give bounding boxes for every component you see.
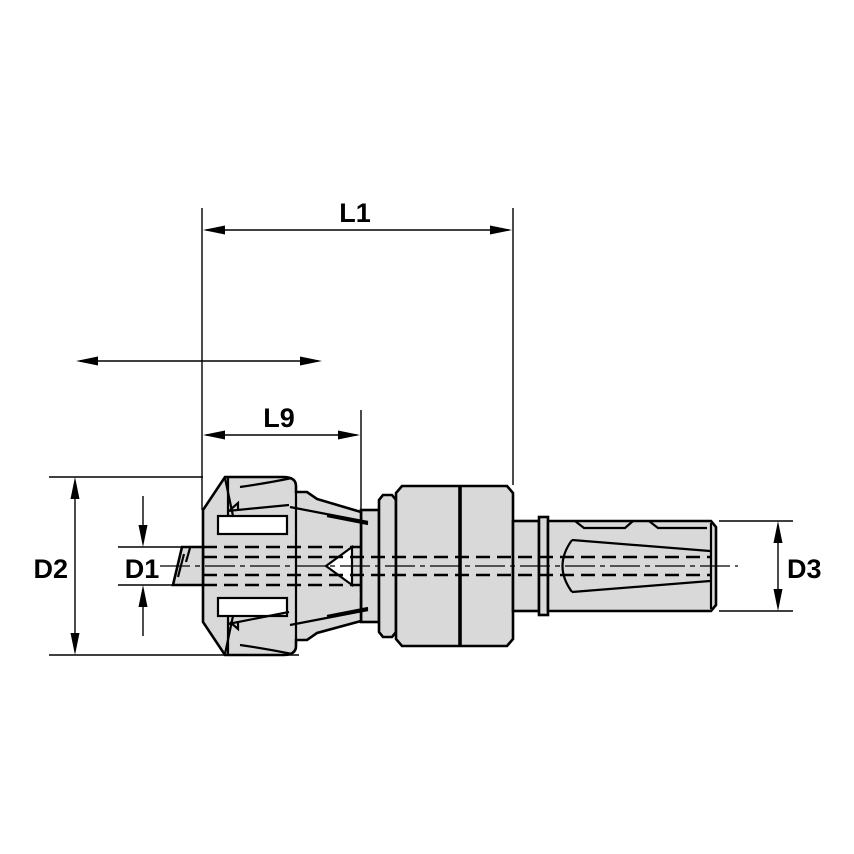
- wrench-slot-top: [216, 514, 289, 536]
- l1-arrowhead-left: [203, 225, 225, 235]
- l9-arrowhead-left: [203, 430, 225, 440]
- unlabeled-arrowhead-right: [300, 356, 322, 366]
- d1-arrowhead-top: [138, 525, 148, 547]
- dimension-d3: D3: [719, 520, 822, 612]
- d1-label: D1: [125, 554, 160, 584]
- dimension-d1: D1: [118, 496, 182, 636]
- shank-internal-cone-top: [571, 538, 711, 553]
- collet-tip-hatch-2: [184, 547, 192, 563]
- l9-arrowhead-right: [338, 430, 360, 440]
- l1-arrowhead-right: [490, 225, 512, 235]
- wrench-slot-bottom: [216, 596, 289, 618]
- slot-notch-top: [229, 500, 240, 511]
- nose-slant-top: [289, 505, 369, 524]
- l1-label: L1: [339, 198, 371, 228]
- slot-slant-top: [226, 503, 290, 513]
- nose-slant-bottom: [289, 608, 369, 627]
- d2-arrowhead-top: [70, 477, 80, 499]
- d3-arrowhead-bottom: [773, 589, 783, 611]
- shank-notch-2: [648, 520, 707, 530]
- shank-notch-1: [574, 520, 634, 530]
- d2-arrowhead-bottom: [70, 633, 80, 655]
- shank-internal-cone-bottom: [571, 579, 711, 594]
- unlabeled-arrowhead-left: [76, 356, 98, 366]
- dimension-l1: L1: [201, 198, 514, 510]
- d3-label: D3: [787, 554, 822, 584]
- hidden-lines: [203, 545, 710, 587]
- dimension-l9: L9: [203, 403, 363, 610]
- dimension-d2: D2: [33, 476, 299, 656]
- dimension-unlabeled: [76, 356, 322, 366]
- d2-label: D2: [33, 554, 68, 584]
- d1-arrowhead-bottom: [138, 585, 148, 607]
- d3-arrowhead-top: [773, 521, 783, 543]
- shank-internal-cone-nose: [561, 539, 573, 593]
- slot-slant-bottom: [227, 610, 290, 626]
- l9-label: L9: [263, 403, 295, 433]
- nut-hex-curve-bottom: [239, 643, 293, 656]
- nut-hex-curve-top: [239, 476, 293, 489]
- nose-inner-slant-bottom: [326, 606, 369, 618]
- slot-notch-bottom: [229, 621, 240, 632]
